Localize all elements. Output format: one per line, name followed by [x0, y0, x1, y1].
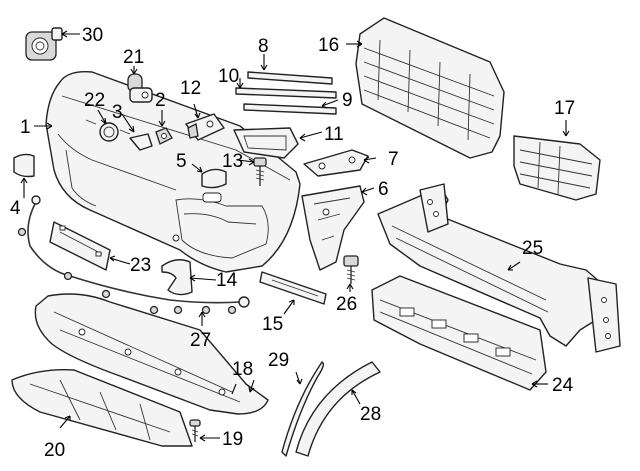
callout-27: 27 — [190, 330, 211, 351]
callout-13: 13 — [222, 151, 243, 172]
callout-10: 10 — [218, 66, 239, 87]
callout-26: 26 — [336, 294, 357, 315]
part-27-wiring-harness — [17, 195, 250, 315]
callout-8: 8 — [258, 36, 269, 57]
part-8-trim-strip — [247, 71, 333, 85]
callout-18: 18 — [232, 359, 253, 380]
callout-6: 6 — [378, 179, 389, 200]
callout-21: 21 — [123, 47, 144, 68]
callout-29: 29 — [268, 350, 289, 371]
part-1-bumper-cover — [45, 71, 301, 273]
part-2-clip — [155, 127, 173, 145]
callout-30: 30 — [82, 25, 103, 46]
callout-5: 5 — [176, 151, 187, 172]
part-15-reinforcement — [259, 271, 327, 305]
callout-16: 16 — [318, 35, 339, 56]
callout-14: 14 — [216, 270, 238, 291]
callout-19: 19 — [222, 429, 243, 450]
part-30-sensor — [25, 27, 63, 61]
part-26-bolt — [343, 255, 359, 284]
part-21-plug — [127, 73, 153, 103]
part-29-arch-trim — [281, 361, 325, 457]
part-22-grommet — [99, 122, 119, 142]
part-3-bracket — [129, 133, 153, 151]
callout-15: 15 — [262, 314, 283, 335]
part-14-bezel — [161, 259, 193, 296]
part-6-mount-bracket — [301, 185, 365, 271]
part-10-trim-strip — [235, 87, 337, 99]
callout-17: 17 — [554, 98, 575, 119]
part-11-air-duct — [233, 127, 299, 159]
callout-28: 28 — [360, 404, 381, 425]
callout-12: 12 — [180, 78, 201, 99]
part-19-screw — [189, 419, 201, 442]
callout-23: 23 — [130, 255, 151, 276]
part-23-plate-bracket — [49, 221, 111, 271]
callout-7: 7 — [388, 149, 399, 170]
part-12-bracket — [185, 113, 225, 141]
callout-24: 24 — [552, 375, 574, 396]
callout-11: 11 — [324, 124, 344, 145]
part-24-energy-absorber — [371, 275, 547, 391]
part-7-bracket — [303, 149, 369, 177]
part-17-grille-insert — [513, 135, 601, 201]
part-4-cover — [13, 153, 35, 178]
part-20-lower-shield — [11, 369, 193, 447]
callout-20: 20 — [44, 440, 65, 461]
part-25-impact-bar — [377, 183, 621, 353]
part-18-undershield — [34, 293, 269, 415]
callout-22: 22 — [84, 90, 105, 111]
callout-labels: 30 21 1 22 3 2 12 5 13 4 8 10 9 11 7 6 1… — [10, 25, 575, 461]
callout-4: 4 — [10, 198, 21, 219]
part-28-arch-molding — [295, 361, 381, 457]
callout-2: 2 — [155, 90, 166, 111]
part-9-trim-strip — [243, 103, 337, 115]
part-5-tow-cap — [201, 168, 227, 189]
part-16-grille — [355, 17, 505, 159]
leader-lines — [20, 30, 570, 442]
callout-1: 1 — [20, 117, 31, 138]
callout-9: 9 — [342, 90, 353, 111]
callout-3: 3 — [112, 102, 123, 123]
callout-25: 25 — [522, 238, 543, 259]
